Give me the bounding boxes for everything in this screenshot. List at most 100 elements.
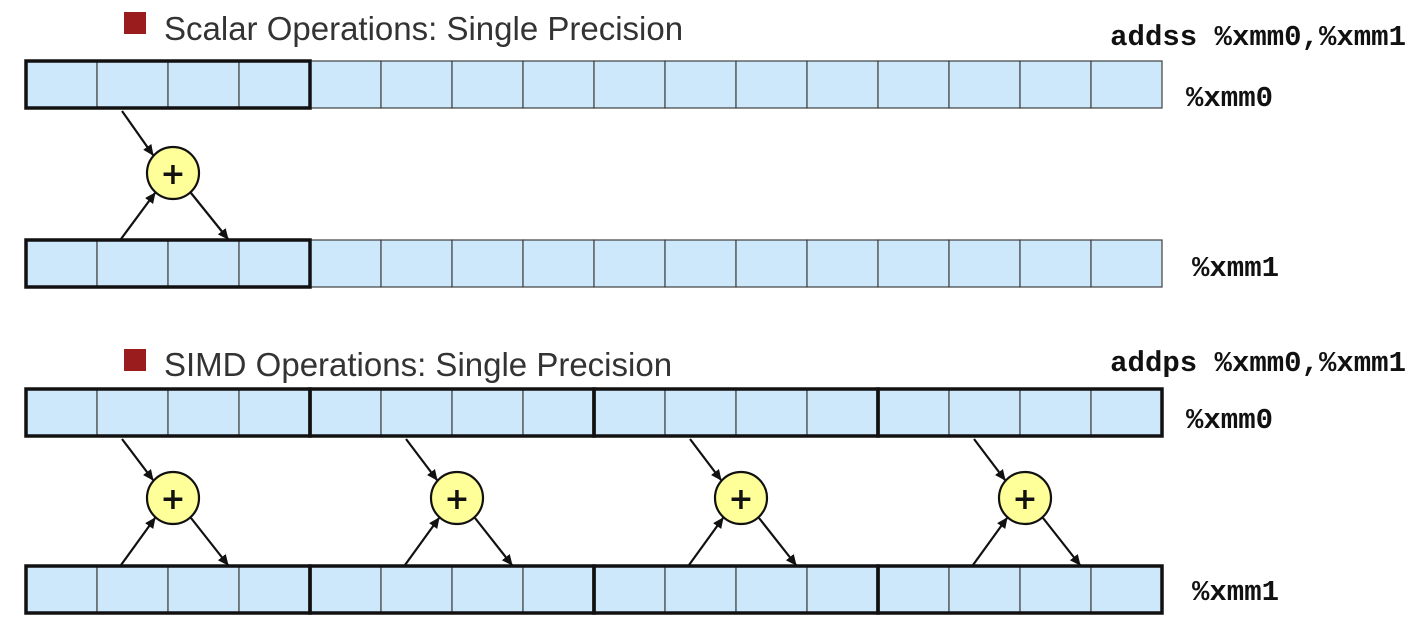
register-lane — [1090, 239, 1163, 288]
register-lane — [1019, 239, 1092, 288]
register-lane — [948, 388, 1021, 437]
register-lane — [1090, 60, 1163, 109]
register-lane — [167, 60, 240, 109]
register-lane — [735, 388, 808, 437]
float-element-box — [24, 238, 312, 289]
register-lane — [238, 565, 311, 614]
register-lane — [167, 239, 240, 288]
adder-circle — [429, 470, 485, 526]
register-lane — [309, 565, 382, 614]
register-lane — [238, 388, 311, 437]
plus-icon: + — [444, 482, 469, 517]
float-element-box — [24, 59, 312, 110]
register-lane — [25, 239, 98, 288]
register-lane — [735, 565, 808, 614]
bullet-square — [124, 349, 146, 371]
section-title: Scalar Operations: Single Precision — [164, 10, 683, 47]
register-lane — [1019, 60, 1092, 109]
register-lane — [664, 239, 737, 288]
arrow-from-xmm1 — [404, 517, 440, 566]
register-lane — [593, 239, 666, 288]
register-lane — [806, 60, 879, 109]
arrow-to-xmm1 — [1042, 517, 1081, 566]
register-lane — [451, 565, 524, 614]
register-xmm1-lanes — [24, 564, 1164, 615]
arrow-from-xmm0 — [121, 110, 154, 156]
register-lane — [735, 239, 808, 288]
register-lane — [238, 60, 311, 109]
register-label-xmm0: %xmm0 — [1186, 404, 1273, 437]
float-element-box — [876, 387, 1164, 438]
register-lane — [96, 239, 169, 288]
arrow-from-xmm0 — [121, 438, 154, 481]
register-lane — [877, 565, 950, 614]
register-lane — [309, 388, 382, 437]
register-lane — [309, 239, 382, 288]
arrow-from-xmm1 — [120, 517, 156, 566]
scalar-section: Scalar Operations: Single Precision adds… — [24, 10, 1406, 289]
register-xmm0-lanes — [24, 59, 1163, 110]
register-lane — [451, 239, 524, 288]
register-lane — [522, 565, 595, 614]
register-lane — [664, 60, 737, 109]
register-lane — [167, 388, 240, 437]
arrow-from-xmm1 — [688, 517, 724, 566]
bullet-square — [124, 12, 146, 34]
arrow-to-xmm1 — [190, 192, 229, 240]
register-lane — [167, 565, 240, 614]
register-lane — [593, 565, 666, 614]
plus-icon: + — [160, 482, 185, 517]
plus-icon: + — [160, 157, 185, 192]
arrow-from-xmm1 — [120, 192, 156, 240]
register-lane — [309, 60, 382, 109]
register-lane — [735, 60, 808, 109]
register-lane — [380, 565, 453, 614]
register-lane — [1019, 565, 1092, 614]
instruction-label: addss %xmm0,%xmm1 — [1110, 21, 1406, 54]
register-xmm0-lanes — [24, 387, 1164, 438]
register-lane — [593, 388, 666, 437]
register-lane — [25, 60, 98, 109]
register-lane — [664, 388, 737, 437]
add-operations: + + + + — [120, 438, 1081, 566]
arrow-to-xmm1 — [190, 517, 229, 566]
register-label-xmm0: %xmm0 — [1186, 82, 1273, 115]
register-lane — [380, 60, 453, 109]
register-lane — [806, 565, 879, 614]
arrow-from-xmm0 — [689, 438, 722, 481]
register-lane — [380, 388, 453, 437]
arrow-from-xmm1 — [972, 517, 1008, 566]
plus-icon: + — [728, 482, 753, 517]
register-lane — [451, 60, 524, 109]
register-lane — [877, 239, 950, 288]
register-lane — [451, 388, 524, 437]
adder-circle — [145, 145, 201, 201]
register-lane — [380, 239, 453, 288]
register-lane — [948, 60, 1021, 109]
adder-circle — [997, 470, 1053, 526]
adder-circle — [145, 470, 201, 526]
add-operations: + — [120, 110, 229, 240]
register-label-xmm1: %xmm1 — [1192, 252, 1279, 285]
register-lane — [664, 565, 737, 614]
register-lane — [1019, 388, 1092, 437]
register-lane — [238, 239, 311, 288]
arrow-from-xmm0 — [405, 438, 438, 481]
register-lane — [25, 565, 98, 614]
arrow-from-xmm0 — [973, 438, 1006, 481]
register-lane — [96, 388, 169, 437]
float-element-box — [876, 564, 1164, 615]
register-lane — [522, 239, 595, 288]
register-lane — [1090, 565, 1163, 614]
register-xmm1-lanes — [24, 238, 1163, 289]
register-lane — [593, 60, 666, 109]
register-lane — [96, 60, 169, 109]
section-title: SIMD Operations: Single Precision — [164, 346, 672, 383]
register-lane — [522, 388, 595, 437]
register-lane — [25, 388, 98, 437]
plus-icon: + — [1012, 482, 1037, 517]
register-lane — [806, 239, 879, 288]
register-lane — [948, 565, 1021, 614]
register-lane — [1090, 388, 1163, 437]
